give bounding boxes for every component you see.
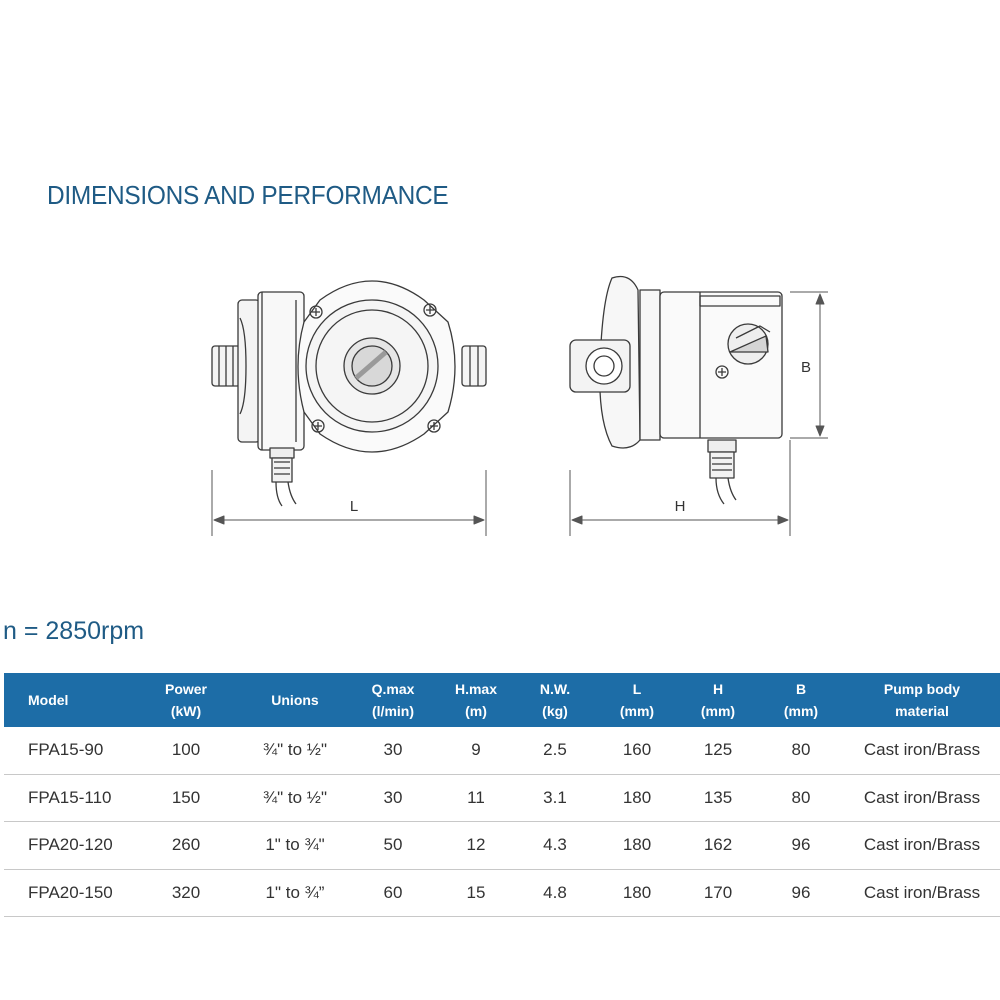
cell-b: 80 [758, 774, 844, 822]
dimension-drawing: L H B [211, 275, 828, 536]
pump-front-view [211, 280, 487, 507]
cell-h: 170 [678, 869, 758, 917]
cell-qmax: 30 [348, 774, 438, 822]
cell-hmax: 15 [438, 869, 514, 917]
col-header: Q.max(l/min) [348, 673, 438, 727]
cell-material: Cast iron/Brass [844, 774, 1000, 822]
col-header: Model [4, 673, 130, 727]
cell-power: 100 [130, 727, 242, 775]
dimension-label-h: H [675, 498, 686, 515]
col-header: N.W.(kg) [514, 673, 596, 727]
cell-unions: ¾" to ½" [242, 727, 348, 775]
cell-power: 150 [130, 774, 242, 822]
cell-power: 260 [130, 821, 242, 870]
cell-qmax: 30 [348, 727, 438, 775]
cell-unions: 1" to ¾" [242, 821, 348, 870]
col-header: Power(kW) [130, 673, 242, 727]
cell-hmax: 12 [438, 821, 514, 870]
cell-model: FPA15-90 [4, 727, 130, 775]
dimension-label-l: L [350, 498, 358, 515]
cell-nw: 3.1 [514, 774, 596, 822]
cell-unions: ¾" to ½" [242, 774, 348, 822]
cell-power: 320 [130, 869, 242, 917]
cell-hmax: 11 [438, 774, 514, 822]
cell-hmax: 9 [438, 727, 514, 775]
cell-qmax: 60 [348, 869, 438, 917]
speed-note: n = 2850rpm [3, 617, 145, 645]
col-header: Unions [242, 673, 348, 727]
dimension-label-b: B [801, 359, 811, 376]
cell-nw: 4.8 [514, 869, 596, 917]
cell-b: 80 [758, 727, 844, 775]
table-row: FPA20-150 320 1" to ¾” 60 15 4.8 180 170… [4, 869, 1000, 917]
col-header: B(mm) [758, 673, 844, 727]
table-row: FPA20-120 260 1" to ¾" 50 12 4.3 180 162… [4, 821, 1000, 870]
cell-nw: 2.5 [514, 727, 596, 775]
table-row: FPA15-110 150 ¾" to ½" 30 11 3.1 180 135… [4, 774, 1000, 822]
cell-model: FPA15-110 [4, 774, 130, 822]
col-header: H(mm) [678, 673, 758, 727]
cell-l: 180 [596, 869, 678, 917]
cell-l: 160 [596, 727, 678, 775]
cell-l: 180 [596, 821, 678, 870]
cell-model: FPA20-150 [4, 869, 130, 917]
pump-side-view [569, 275, 783, 505]
col-header: H.max(m) [438, 673, 514, 727]
cell-nw: 4.3 [514, 821, 596, 870]
cell-model: FPA20-120 [4, 821, 130, 870]
cell-material: Cast iron/Brass [844, 869, 1000, 917]
cell-h: 135 [678, 774, 758, 822]
cell-b: 96 [758, 821, 844, 870]
table-header-row: Model Power(kW) Unions Q.max(l/min) H.ma… [4, 673, 1000, 727]
cell-qmax: 50 [348, 821, 438, 870]
cell-material: Cast iron/Brass [844, 727, 1000, 775]
cell-h: 162 [678, 821, 758, 870]
col-header: L(mm) [596, 673, 678, 727]
cell-l: 180 [596, 774, 678, 822]
spec-table: Model Power(kW) Unions Q.max(l/min) H.ma… [4, 673, 1000, 917]
section-title: DIMENSIONS AND PERFORMANCE [47, 180, 449, 210]
cell-unions: 1" to ¾” [242, 869, 348, 917]
cell-b: 96 [758, 869, 844, 917]
cell-h: 125 [678, 727, 758, 775]
cell-material: Cast iron/Brass [844, 821, 1000, 870]
table-row: FPA15-90 100 ¾" to ½" 30 9 2.5 160 125 8… [4, 727, 1000, 775]
